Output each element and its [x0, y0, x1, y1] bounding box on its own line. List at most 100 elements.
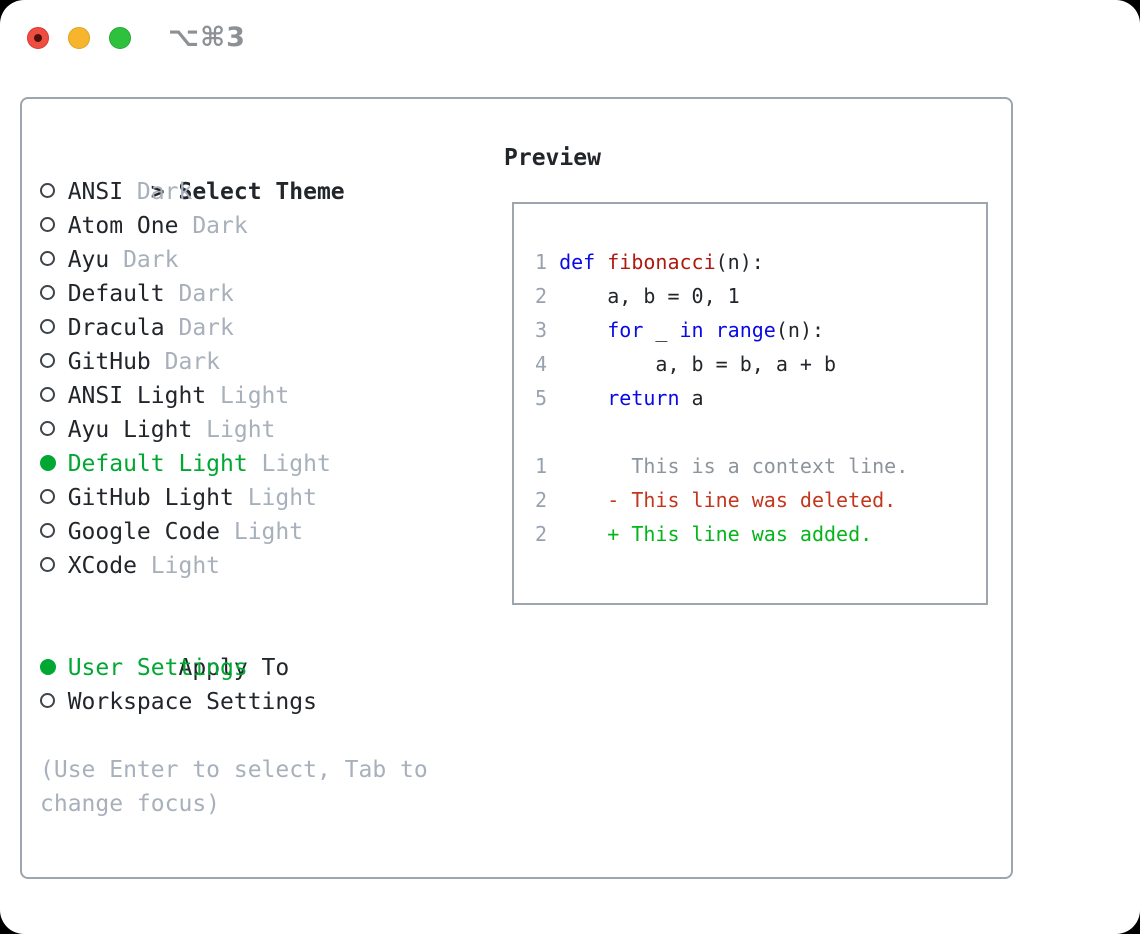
theme-variant: Light	[220, 519, 304, 545]
theme-option[interactable]: GitHub Light Light	[40, 481, 470, 515]
theme-name: XCode	[67, 553, 137, 579]
theme-option[interactable]: Ayu Light Light	[40, 413, 470, 447]
theme-option[interactable]: Default Light Light	[40, 447, 470, 481]
apply-to-title: Apply To	[178, 655, 290, 681]
line-number: 4	[535, 352, 548, 376]
theme-name: GitHub	[67, 349, 151, 375]
theme-option[interactable]: ANSI Light Light	[40, 379, 470, 413]
radio-icon	[40, 243, 68, 277]
theme-option[interactable]: Default Dark	[40, 277, 470, 311]
radio-icon	[40, 345, 68, 379]
theme-name: Default Light	[67, 451, 248, 477]
radio-icon	[40, 481, 68, 515]
theme-option[interactable]: Google Code Light	[40, 515, 470, 549]
code-segment	[595, 250, 607, 274]
zoom-button-icon[interactable]	[109, 27, 131, 49]
theme-option[interactable]: XCode Light	[40, 549, 470, 583]
theme-variant: Light	[206, 383, 290, 409]
theme-variant: Dark	[123, 179, 193, 205]
radio-icon	[40, 379, 68, 413]
traffic-lights	[27, 27, 131, 49]
theme-name: ANSI	[67, 179, 124, 205]
theme-option[interactable]: ANSI Dark	[40, 175, 470, 209]
theme-option[interactable]: GitHub Dark	[40, 345, 470, 379]
radio-icon	[40, 277, 68, 311]
apply-option-label: User Settings	[67, 655, 248, 681]
code-segment: (n):	[715, 250, 764, 274]
window-titlebar: ⌥⌘3	[27, 22, 246, 53]
code-segment: a, b = 0, 1	[559, 284, 740, 308]
theme-name: ANSI Light	[67, 383, 207, 409]
line-number: 1	[535, 250, 548, 274]
code-segment	[704, 318, 716, 342]
theme-name: Default	[67, 281, 165, 307]
code-segment: + This line was added.	[559, 522, 873, 546]
code-segment: in	[679, 318, 704, 342]
theme-variant: Light	[136, 553, 221, 579]
radio-icon	[40, 311, 68, 345]
theme-variant: Light	[247, 451, 331, 477]
radio-icon	[40, 515, 68, 549]
code-line: 2 a, b = 0, 1	[535, 279, 986, 313]
preview-title: Preview	[504, 145, 601, 171]
code-segment: fibonacci	[607, 250, 716, 274]
theme-option[interactable]: Dracula Dark	[40, 311, 470, 345]
close-button-icon[interactable]	[27, 27, 49, 49]
theme-option[interactable]: Ayu Dark	[40, 243, 470, 277]
radio-icon	[40, 549, 68, 583]
theme-variant: Dark	[178, 213, 248, 239]
theme-name: Atom One	[67, 213, 179, 239]
apply-option[interactable]: User Settings	[40, 651, 470, 685]
theme-variant: Light	[192, 417, 276, 443]
theme-variant: Dark	[109, 247, 179, 273]
apply-to-header: Apply To	[40, 617, 470, 681]
help-text: (Use Enter to select, Tab to change focu…	[40, 757, 428, 817]
apply-option[interactable]: Workspace Settings	[40, 685, 470, 719]
theme-variant: Dark	[164, 315, 234, 341]
radio-icon	[40, 209, 68, 243]
code-segment: _	[643, 318, 680, 342]
unsaved-dot-icon	[34, 34, 42, 42]
code-segment: This is a context line.	[559, 454, 909, 478]
code-line: 2 - This line was deleted.	[535, 483, 986, 517]
code-line: 4 a, b = b, a + b	[535, 347, 986, 381]
theme-option[interactable]: Atom One Dark	[40, 209, 470, 243]
radio-icon	[40, 175, 68, 209]
code-segment: a, b = b, a + b	[559, 352, 837, 376]
code-line	[535, 415, 986, 449]
code-line: 1 This is a context line.	[535, 449, 986, 483]
theme-name: Ayu Light	[67, 417, 193, 443]
code-line: 3 for _ in range(n):	[535, 313, 986, 347]
radio-selected-icon	[40, 447, 68, 481]
theme-variant: Light	[233, 485, 317, 511]
radio-icon	[40, 413, 68, 447]
spacer	[40, 719, 470, 753]
line-number: 2	[535, 488, 548, 512]
minimize-button-icon[interactable]	[68, 27, 90, 49]
line-number: 2	[535, 284, 548, 308]
code-segment	[559, 386, 607, 410]
code-line: 2 + This line was added.	[535, 517, 986, 551]
line-number: 3	[535, 318, 548, 342]
code-segment: for	[607, 318, 644, 342]
line-number: 2	[535, 522, 548, 546]
prompt-caret-icon: >	[150, 179, 165, 205]
code-segment: range	[715, 318, 776, 342]
code-segment: a	[679, 386, 704, 410]
theme-variant: Dark	[164, 281, 234, 307]
window-title: ⌥⌘3	[168, 22, 246, 53]
radio-selected-icon	[40, 651, 68, 685]
code-line: 5 return a	[535, 381, 986, 415]
select-theme-title: Select Theme	[178, 179, 345, 205]
theme-variant: Dark	[150, 349, 221, 375]
code-segment: (n):	[775, 318, 825, 342]
theme-name: Google Code	[67, 519, 221, 545]
